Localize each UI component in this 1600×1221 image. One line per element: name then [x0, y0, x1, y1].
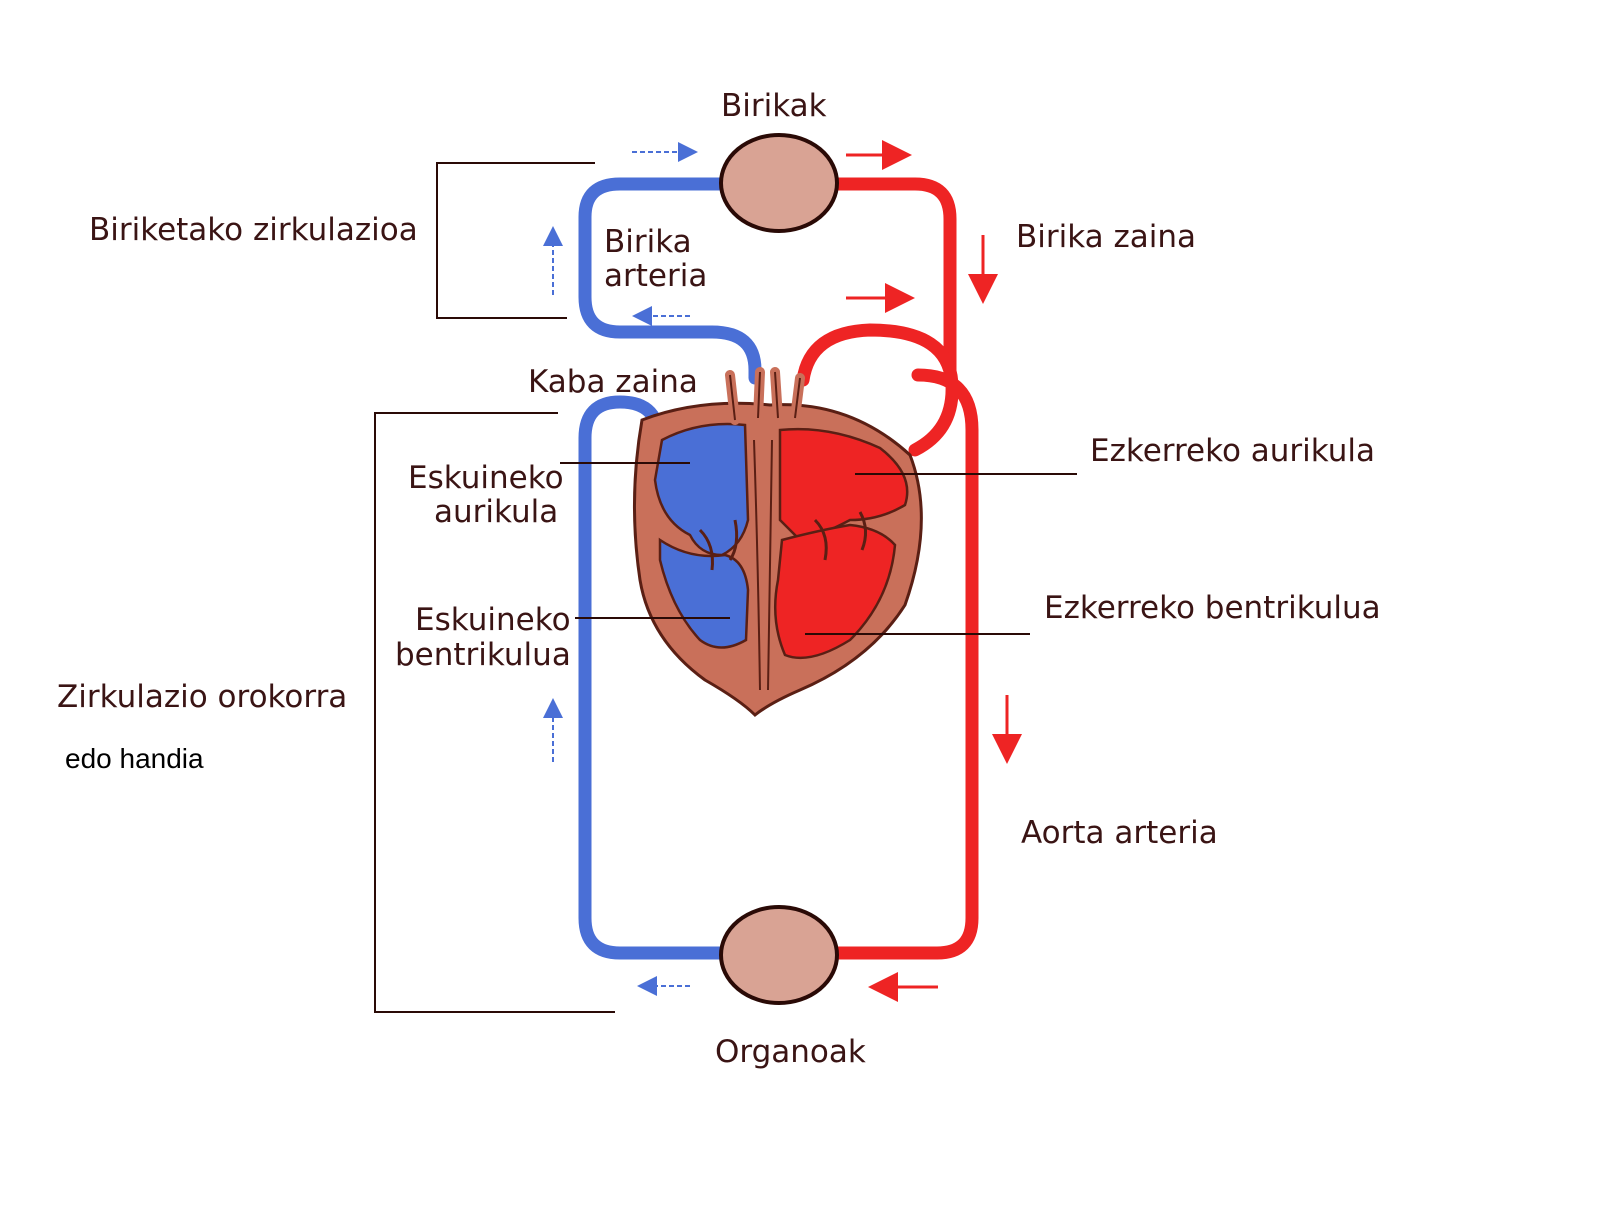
- left-ventricle-chamber: [773, 523, 897, 660]
- vena-cava-vessel: [578, 395, 727, 960]
- right-ventricle-chamber: [658, 537, 750, 649]
- mitral-valve: [813, 511, 867, 561]
- label-pulmonary-artery-line2: arteria: [604, 258, 707, 294]
- label-left-ventricle: Ezkerreko bentrikulua: [1044, 590, 1381, 626]
- body-organs: [719, 905, 839, 1005]
- label-right-atrium-line1: Eskuineko: [408, 460, 564, 496]
- label-left-atrium: Ezkerreko aurikula: [1090, 433, 1375, 469]
- label-pulmonary-artery-line1: Birika: [604, 224, 692, 260]
- label-pulmonary-circulation: Biriketako zirkulazioa: [89, 212, 418, 248]
- heart-septum: [754, 417, 774, 701]
- label-right-ventricle-line1: Eskuineko: [415, 602, 571, 638]
- label-right-atrium-line2: aurikula: [434, 494, 558, 530]
- pulmonary-vein-vessel: [831, 177, 957, 382]
- label-organs: Organoak: [715, 1034, 866, 1070]
- tricuspid-valve: [698, 519, 739, 571]
- heart-septum-outline: [753, 439, 773, 691]
- label-right-ventricle-line2: bentrikulua: [395, 637, 571, 673]
- pulmonary-bracket: [436, 162, 595, 319]
- aorta-vessel: [796, 323, 979, 960]
- systemic-bracket: [374, 412, 615, 1013]
- pulmonary-artery-vessel: [578, 177, 762, 385]
- heart: [632, 367, 923, 718]
- label-lungs: Birikak: [721, 88, 827, 124]
- label-vena-cava: Kaba zaina: [528, 364, 698, 400]
- label-aorta: Aorta arteria: [1021, 815, 1218, 851]
- label-pulmonary-vein: Birika zaina: [1016, 219, 1196, 255]
- label-systemic-circulation-sub: edo handia: [65, 743, 204, 774]
- label-systemic-circulation: Zirkulazio orokorra: [57, 679, 347, 715]
- lungs-organ: [719, 133, 839, 233]
- great-vessel-stubs-outline: [729, 371, 801, 421]
